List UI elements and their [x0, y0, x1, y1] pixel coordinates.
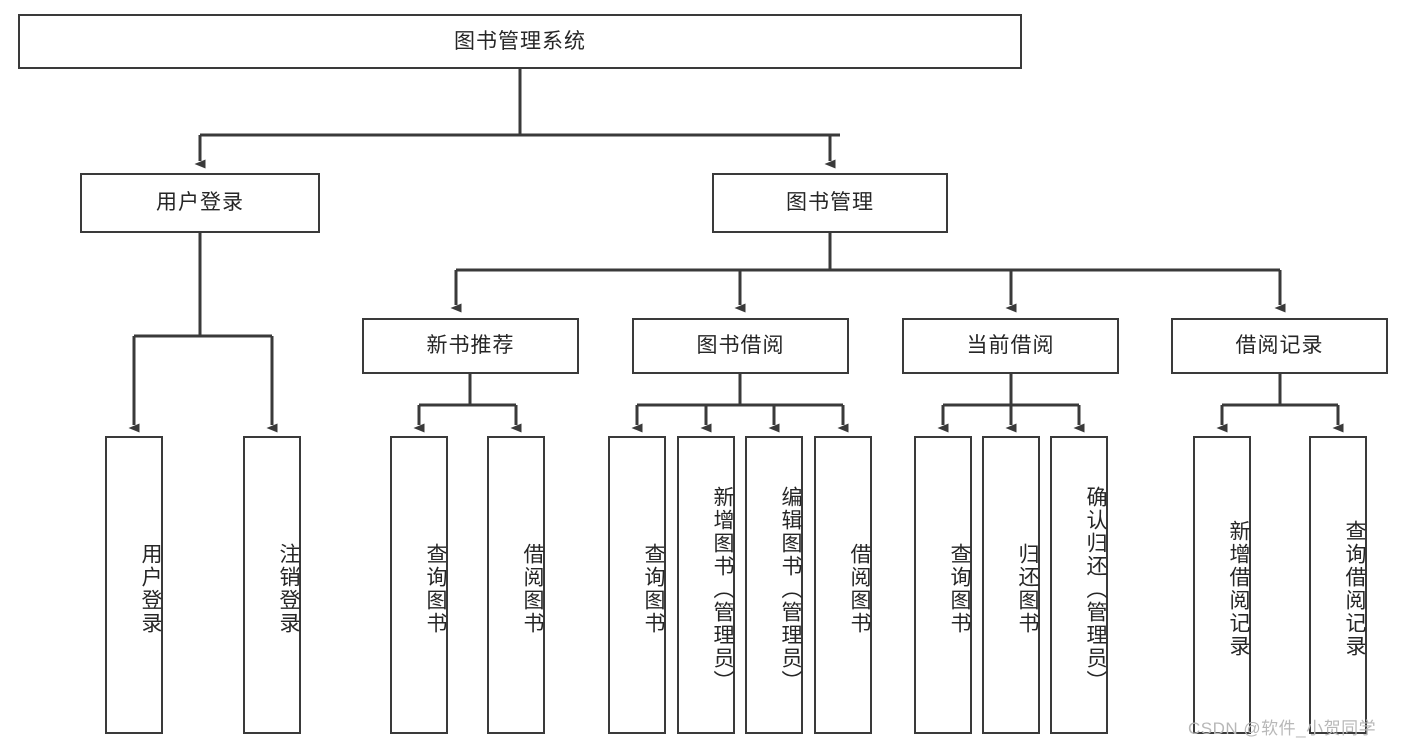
leaf-add-book-label: 新增图书（管理员） [711, 485, 734, 693]
leaf-query-book-1-label: 查询图书 [424, 543, 447, 635]
leaf-logout-login-label: 注销登录 [277, 543, 300, 635]
leaf-query-record[interactable]: 查询借阅记录 [1309, 436, 1367, 734]
node-borrow-record-label: 借阅记录 [1235, 334, 1324, 358]
leaf-edit-book[interactable]: 编辑图书（管理员） [745, 436, 803, 734]
node-book-borrow[interactable]: 图书借阅 [632, 318, 849, 374]
leaf-edit-book-label: 编辑图书（管理员） [779, 485, 802, 693]
leaf-logout-login[interactable]: 注销登录 [243, 436, 301, 734]
leaf-borrow-book-1-label: 借阅图书 [521, 543, 544, 635]
node-current-borrow-label: 当前借阅 [966, 334, 1055, 358]
leaf-add-record-label: 新增借阅记录 [1227, 520, 1250, 658]
leaf-user-login-label: 用户登录 [139, 543, 162, 635]
node-book-manage[interactable]: 图书管理 [712, 173, 948, 233]
node-root-label: 图书管理系统 [454, 29, 586, 53]
node-new-book-recommend[interactable]: 新书推荐 [362, 318, 579, 374]
leaf-query-book-2[interactable]: 查询图书 [608, 436, 666, 734]
node-current-borrow[interactable]: 当前借阅 [902, 318, 1119, 374]
watermark-text: CSDN @软件_小贺同学 [1188, 719, 1377, 738]
node-new-book-recommend-label: 新书推荐 [426, 334, 515, 358]
leaf-borrow-book-2-label: 借阅图书 [848, 543, 871, 635]
leaf-add-record[interactable]: 新增借阅记录 [1193, 436, 1251, 734]
leaf-return-book[interactable]: 归还图书 [982, 436, 1040, 734]
leaf-query-book-3[interactable]: 查询图书 [914, 436, 972, 734]
node-user-login-label: 用户登录 [156, 191, 244, 215]
leaf-confirm-return-label: 确认归还（管理员） [1084, 485, 1107, 693]
leaf-confirm-return[interactable]: 确认归还（管理员） [1050, 436, 1108, 734]
leaf-query-book-3-label: 查询图书 [948, 543, 971, 635]
node-book-borrow-label: 图书借阅 [696, 334, 785, 358]
node-root[interactable]: 图书管理系统 [18, 14, 1022, 69]
node-user-login[interactable]: 用户登录 [80, 173, 320, 233]
leaf-borrow-book-2[interactable]: 借阅图书 [814, 436, 872, 734]
leaf-user-login[interactable]: 用户登录 [105, 436, 163, 734]
node-borrow-record[interactable]: 借阅记录 [1171, 318, 1388, 374]
leaf-return-book-label: 归还图书 [1016, 543, 1039, 635]
leaf-query-record-label: 查询借阅记录 [1343, 520, 1366, 658]
leaf-borrow-book-1[interactable]: 借阅图书 [487, 436, 545, 734]
leaf-query-book-2-label: 查询图书 [642, 543, 665, 635]
leaf-query-book-1[interactable]: 查询图书 [390, 436, 448, 734]
node-book-manage-label: 图书管理 [786, 191, 874, 215]
leaf-add-book[interactable]: 新增图书（管理员） [677, 436, 735, 734]
